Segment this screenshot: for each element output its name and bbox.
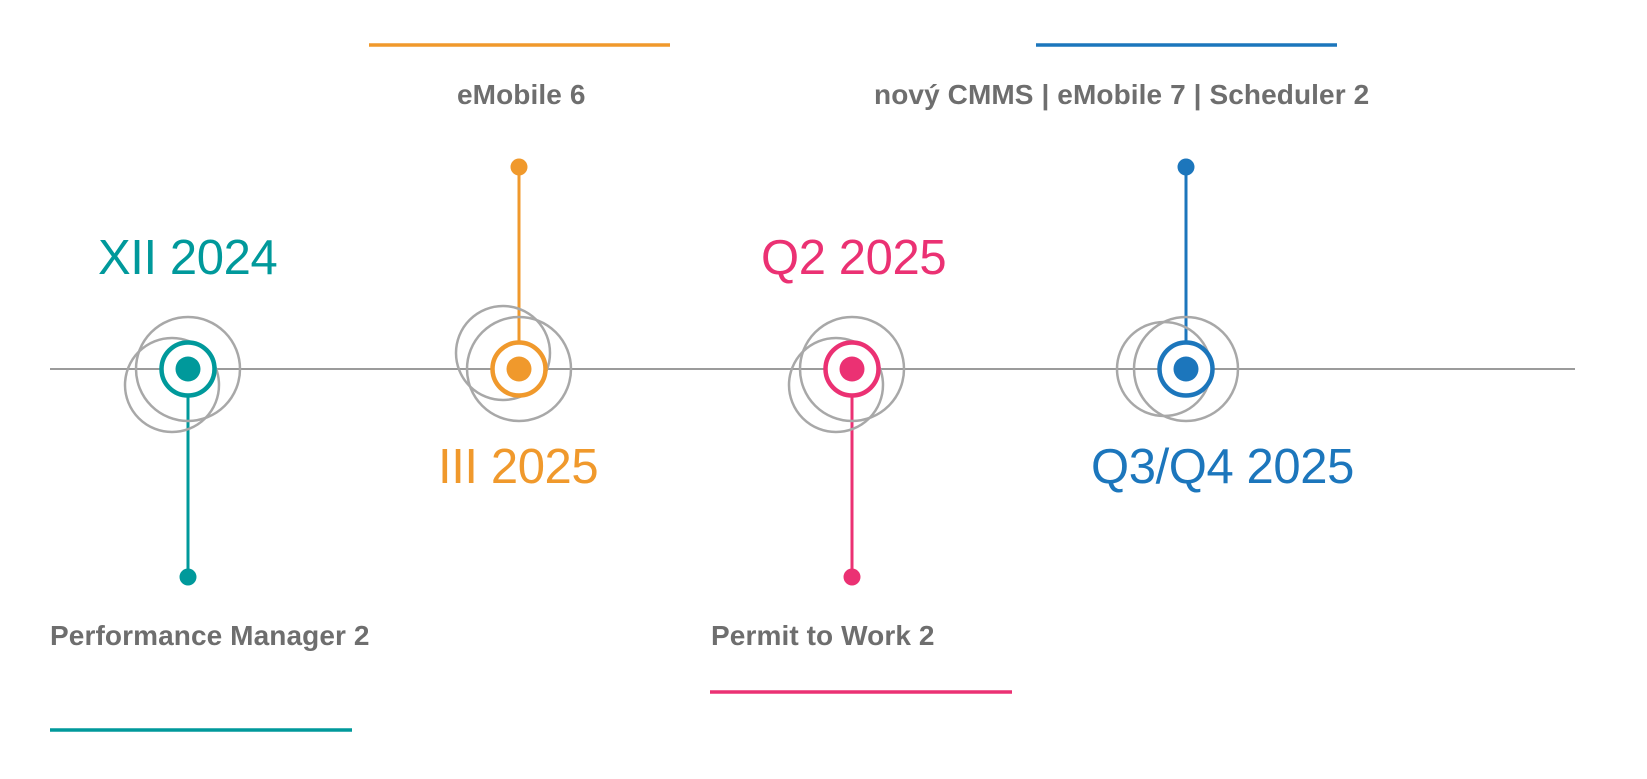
marker-outer-ring bbox=[134, 315, 242, 423]
period-label: III 2025 bbox=[438, 440, 599, 494]
milestone-marker[interactable] bbox=[123, 315, 242, 434]
milestone-marker[interactable] bbox=[1115, 315, 1240, 423]
milestone-marker[interactable] bbox=[454, 304, 573, 423]
marker-center-dot bbox=[506, 356, 532, 382]
marker-outer-ring bbox=[798, 315, 906, 423]
product-label: Performance Manager 2 bbox=[50, 620, 370, 651]
connector-end-dot bbox=[179, 568, 197, 586]
connector-end-dot bbox=[510, 158, 528, 176]
marker-center-dot bbox=[839, 356, 865, 382]
marker-center-dot bbox=[175, 356, 201, 382]
connector-end-dot bbox=[843, 568, 861, 586]
period-label: Q3/Q4 2025 bbox=[1091, 440, 1354, 494]
marker-ghost-ring bbox=[454, 304, 552, 402]
product-label: nový CMMS | eMobile 7 | Scheduler 2 bbox=[874, 79, 1370, 110]
marker-center-dot bbox=[1173, 356, 1199, 382]
product-label: Permit to Work 2 bbox=[711, 620, 935, 651]
connector-stems bbox=[179, 158, 1195, 586]
marker-ghost-ring bbox=[787, 336, 885, 434]
marker-ghost-ring bbox=[123, 336, 221, 434]
milestone-markers bbox=[123, 304, 1240, 434]
period-label: XII 2024 bbox=[98, 231, 278, 285]
accent-rules bbox=[50, 43, 1337, 732]
period-label: Q2 2025 bbox=[761, 231, 947, 285]
product-label: eMobile 6 bbox=[457, 79, 586, 110]
marker-outer-ring bbox=[465, 315, 573, 423]
marker-outer-ring bbox=[1132, 315, 1240, 423]
connector-end-dot bbox=[1177, 158, 1195, 176]
milestone-marker[interactable] bbox=[787, 315, 906, 434]
